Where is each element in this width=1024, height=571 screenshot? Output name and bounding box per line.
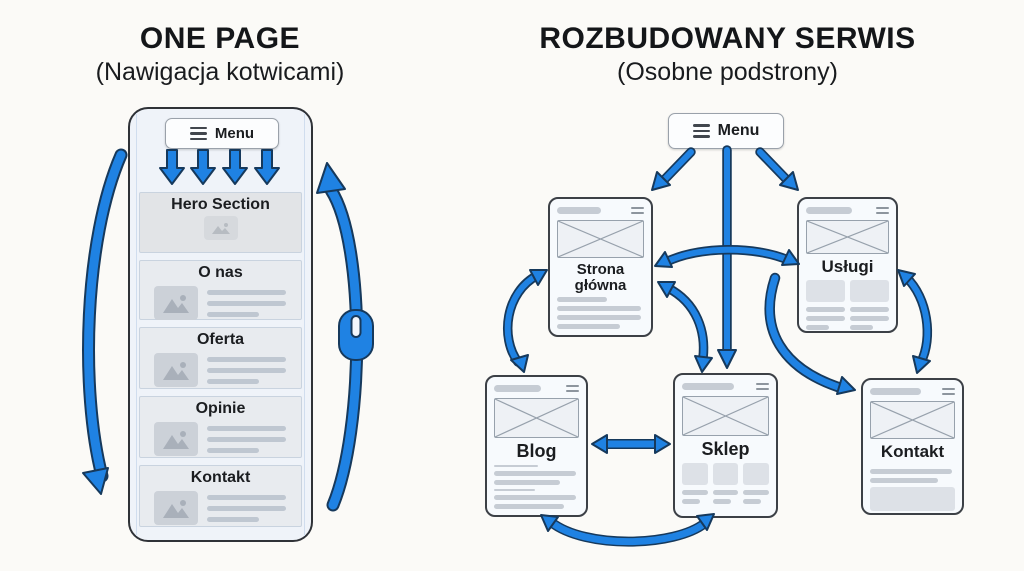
page-card-sklep: Sklep	[673, 373, 778, 518]
left-subtitle: (Nawigacja kotwicami)	[95, 58, 345, 86]
text-lines-placeholder	[207, 353, 289, 384]
crossed-image-box	[806, 219, 889, 254]
serwis-menu-label: Menu	[717, 122, 760, 139]
page-card-uslugi: Usługi	[797, 197, 898, 333]
section-hero: Hero Section	[139, 192, 302, 253]
section-hero-label: Hero Section	[171, 196, 270, 213]
image-placeholder-icon	[154, 353, 198, 387]
onepage-menu-button: Menu	[165, 118, 279, 149]
grid-guide-line	[136, 113, 137, 536]
image-placeholder-icon	[154, 422, 198, 456]
onepage-menu-label: Menu	[214, 125, 255, 142]
crossed-image-box	[870, 400, 955, 439]
mouse-icon	[338, 309, 374, 361]
left-title: ONE PAGE	[139, 22, 301, 55]
page-card-kontakt: Kontakt	[861, 378, 964, 515]
hamburger-icon	[876, 205, 889, 216]
section-opinie: Opinie	[139, 396, 302, 458]
serwis-menu-button: Menu	[668, 113, 784, 149]
crossed-image-box	[682, 395, 769, 436]
arrow-menu-to-sklep	[717, 145, 737, 369]
hamburger-icon	[692, 121, 710, 141]
scroll-down-arrow	[82, 148, 128, 495]
grid-guide-line	[304, 113, 305, 536]
hamburger-icon	[631, 205, 644, 216]
card-header	[557, 205, 644, 216]
scroll-up-arrow	[316, 162, 364, 512]
onepage-phone-wireframe: Menu Hero Section O nas Oferta	[128, 107, 313, 542]
hamburger-icon	[756, 381, 769, 392]
card-header	[494, 383, 579, 394]
card-header	[682, 381, 769, 392]
section-kontakt-label: Kontakt	[190, 469, 251, 486]
section-kontakt: Kontakt	[139, 465, 302, 527]
section-opinie-label: Opinie	[195, 400, 246, 417]
crossed-image-box	[494, 397, 579, 438]
right-panel-heading: ROZBUDOWANY SERWIS (Osobne podstrony)	[500, 22, 955, 87]
right-title: ROZBUDOWANY SERWIS	[539, 22, 916, 55]
section-o-nas: O nas	[139, 260, 302, 320]
arrow-strona-blog	[502, 269, 548, 373]
left-panel-heading: ONE PAGE (Nawigacja kotwicami)	[30, 22, 410, 87]
arrow-menu-to-strona	[651, 147, 696, 191]
arrow-uslugi-kontakt	[897, 269, 932, 374]
hamburger-icon	[189, 124, 207, 144]
hamburger-icon	[566, 383, 579, 394]
page-card-strona-glowna: Strona główna	[548, 197, 653, 337]
arrow-menu-to-uslugi	[755, 147, 799, 191]
arrow-blog-sklep	[591, 434, 671, 454]
section-oferta: Oferta	[139, 327, 302, 389]
page-title: Sklep	[701, 438, 750, 459]
page-title: Usługi	[821, 256, 874, 276]
right-subtitle: (Osobne podstrony)	[617, 58, 838, 86]
crossed-image-box	[557, 219, 644, 258]
page-title: Kontakt	[880, 441, 945, 461]
card-header	[806, 205, 889, 216]
arrow-blog-sklep-bottom-arc	[540, 513, 715, 547]
hamburger-icon	[942, 386, 955, 397]
image-placeholder-icon	[154, 491, 198, 525]
page-card-blog: Blog	[485, 375, 588, 517]
page-title: Strona główna	[574, 260, 627, 294]
text-lines-placeholder	[207, 422, 289, 453]
text-lines-placeholder	[207, 286, 289, 317]
section-o-nas-label: O nas	[198, 264, 243, 281]
arrow-strona-sklep	[657, 281, 713, 373]
page-title: Blog	[516, 440, 557, 461]
image-placeholder-icon	[203, 216, 238, 240]
arrow-strona-uslugi	[654, 245, 800, 268]
section-oferta-label: Oferta	[196, 331, 245, 348]
text-lines-placeholder	[207, 491, 289, 522]
card-header	[870, 386, 955, 397]
image-placeholder-icon	[154, 286, 198, 320]
